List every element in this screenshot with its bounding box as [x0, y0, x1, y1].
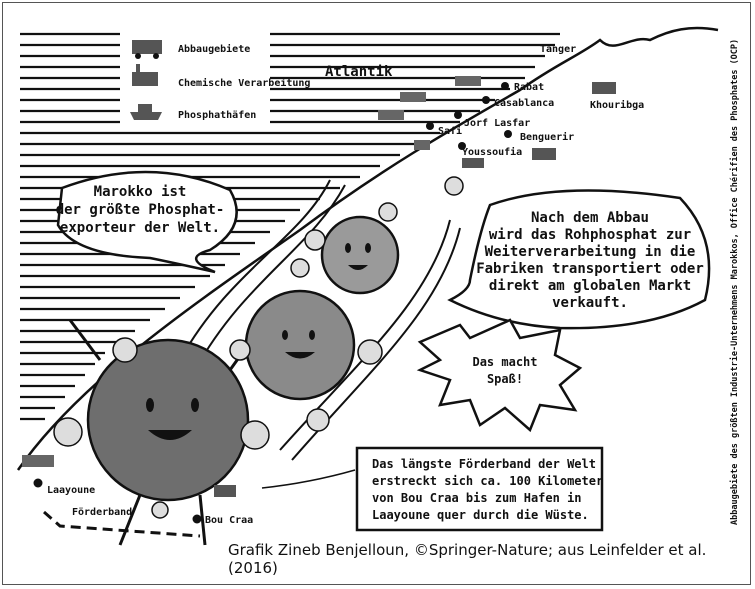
- place-bou-craa: Bou Craa: [205, 515, 253, 526]
- legend-chemical: Chemische Verarbeitung: [178, 77, 310, 89]
- bubble-left-line-3: exporteur der Welt.: [60, 220, 220, 236]
- excavator-icon: [214, 485, 236, 497]
- legend-mining: Abbaugebiete: [178, 43, 250, 55]
- bubble-left-line-2: der größte Phosphat-: [56, 202, 225, 218]
- conveyor-dashed-line: [43, 510, 201, 538]
- excavator-icon: [592, 82, 616, 94]
- place-khouribga: Khouribga: [590, 99, 644, 111]
- dot-rabat: [501, 82, 509, 90]
- dot-bou-craa: [192, 514, 202, 524]
- dot-jorf-lasfar: [454, 111, 462, 119]
- small-pebbles: [53, 176, 464, 519]
- excavator-icon: [462, 148, 556, 168]
- bubble-left-line-1: Marokko ist: [94, 184, 187, 200]
- coastline: [16, 26, 719, 471]
- place-conveyor: Förderband: [72, 507, 132, 518]
- side-note: Abbaugebiete des größten Industrie-Unter…: [729, 39, 740, 525]
- bubble-right-line-3: Weiterverarbeitung in die: [485, 244, 696, 260]
- info-line-1: Das längste Förderband der Welt: [372, 457, 596, 471]
- phosphate-character-small: [320, 215, 400, 295]
- place-jorf-lasfar: Jorf Lasfar: [464, 118, 530, 129]
- place-rabat: Rabat: [514, 82, 544, 93]
- speech-bubble-left: Marokko ist der größte Phosphat- exporte…: [56, 170, 238, 274]
- excavator-icon: [132, 40, 162, 59]
- place-casablanca: Casablanca: [494, 98, 554, 109]
- factory-icon: [414, 140, 430, 150]
- legend-ports: Phosphathäfen: [178, 110, 256, 121]
- bubble-right-line-1: Nach dem Abbau: [531, 210, 649, 226]
- place-youssoufia: Youssoufia: [462, 146, 522, 158]
- place-safi: Safi: [438, 125, 462, 137]
- bubble-right-line-4: Fabriken transportiert oder: [476, 261, 704, 277]
- ship-icon: [22, 455, 54, 467]
- speech-bubble-right: Nach dem Abbau wird das Rohphosphat zur …: [447, 189, 711, 330]
- arrow-to-bou-craa: [261, 469, 356, 489]
- factory-icon: [132, 64, 158, 86]
- shout-line-1: Das macht: [472, 355, 537, 369]
- dot-safi: [426, 122, 434, 130]
- info-line-3: von Bou Craa bis zum Hafen in: [372, 491, 582, 505]
- dot-youssoufia: [458, 142, 466, 150]
- ocean-label: Atlantik: [325, 64, 393, 80]
- info-line-4: Laayoune quer durch die Wüste.: [372, 508, 589, 522]
- dot-benguerir: [504, 130, 512, 138]
- place-laayoune: Laayoune: [47, 485, 95, 496]
- bubble-right-line-5: direkt am globalen Markt: [489, 278, 691, 294]
- info-line-2: erstreckt sich ca. 100 Kilometer: [372, 474, 603, 488]
- ship-icon: [378, 76, 481, 120]
- bubble-right-line-6: verkauft.: [552, 295, 628, 311]
- info-box: Das längste Förderband der Welt erstreck…: [355, 446, 604, 532]
- place-benguerir: Benguerir: [520, 131, 574, 143]
- dot-casablanca: [482, 96, 490, 104]
- bubble-right-line-2: wird das Rohphosphat zur: [489, 227, 691, 243]
- phosphate-character-middle: [244, 289, 356, 401]
- shout-bubble: Das macht Spaß!: [416, 318, 583, 433]
- dot-laayoune: [33, 478, 43, 488]
- shout-line-2: Spaß!: [487, 372, 523, 386]
- image-credit: Grafik Zineb Benjelloun, ©Springer-Natur…: [228, 541, 707, 577]
- ship-icon: [130, 104, 162, 120]
- place-tanger: Tanger: [540, 44, 576, 55]
